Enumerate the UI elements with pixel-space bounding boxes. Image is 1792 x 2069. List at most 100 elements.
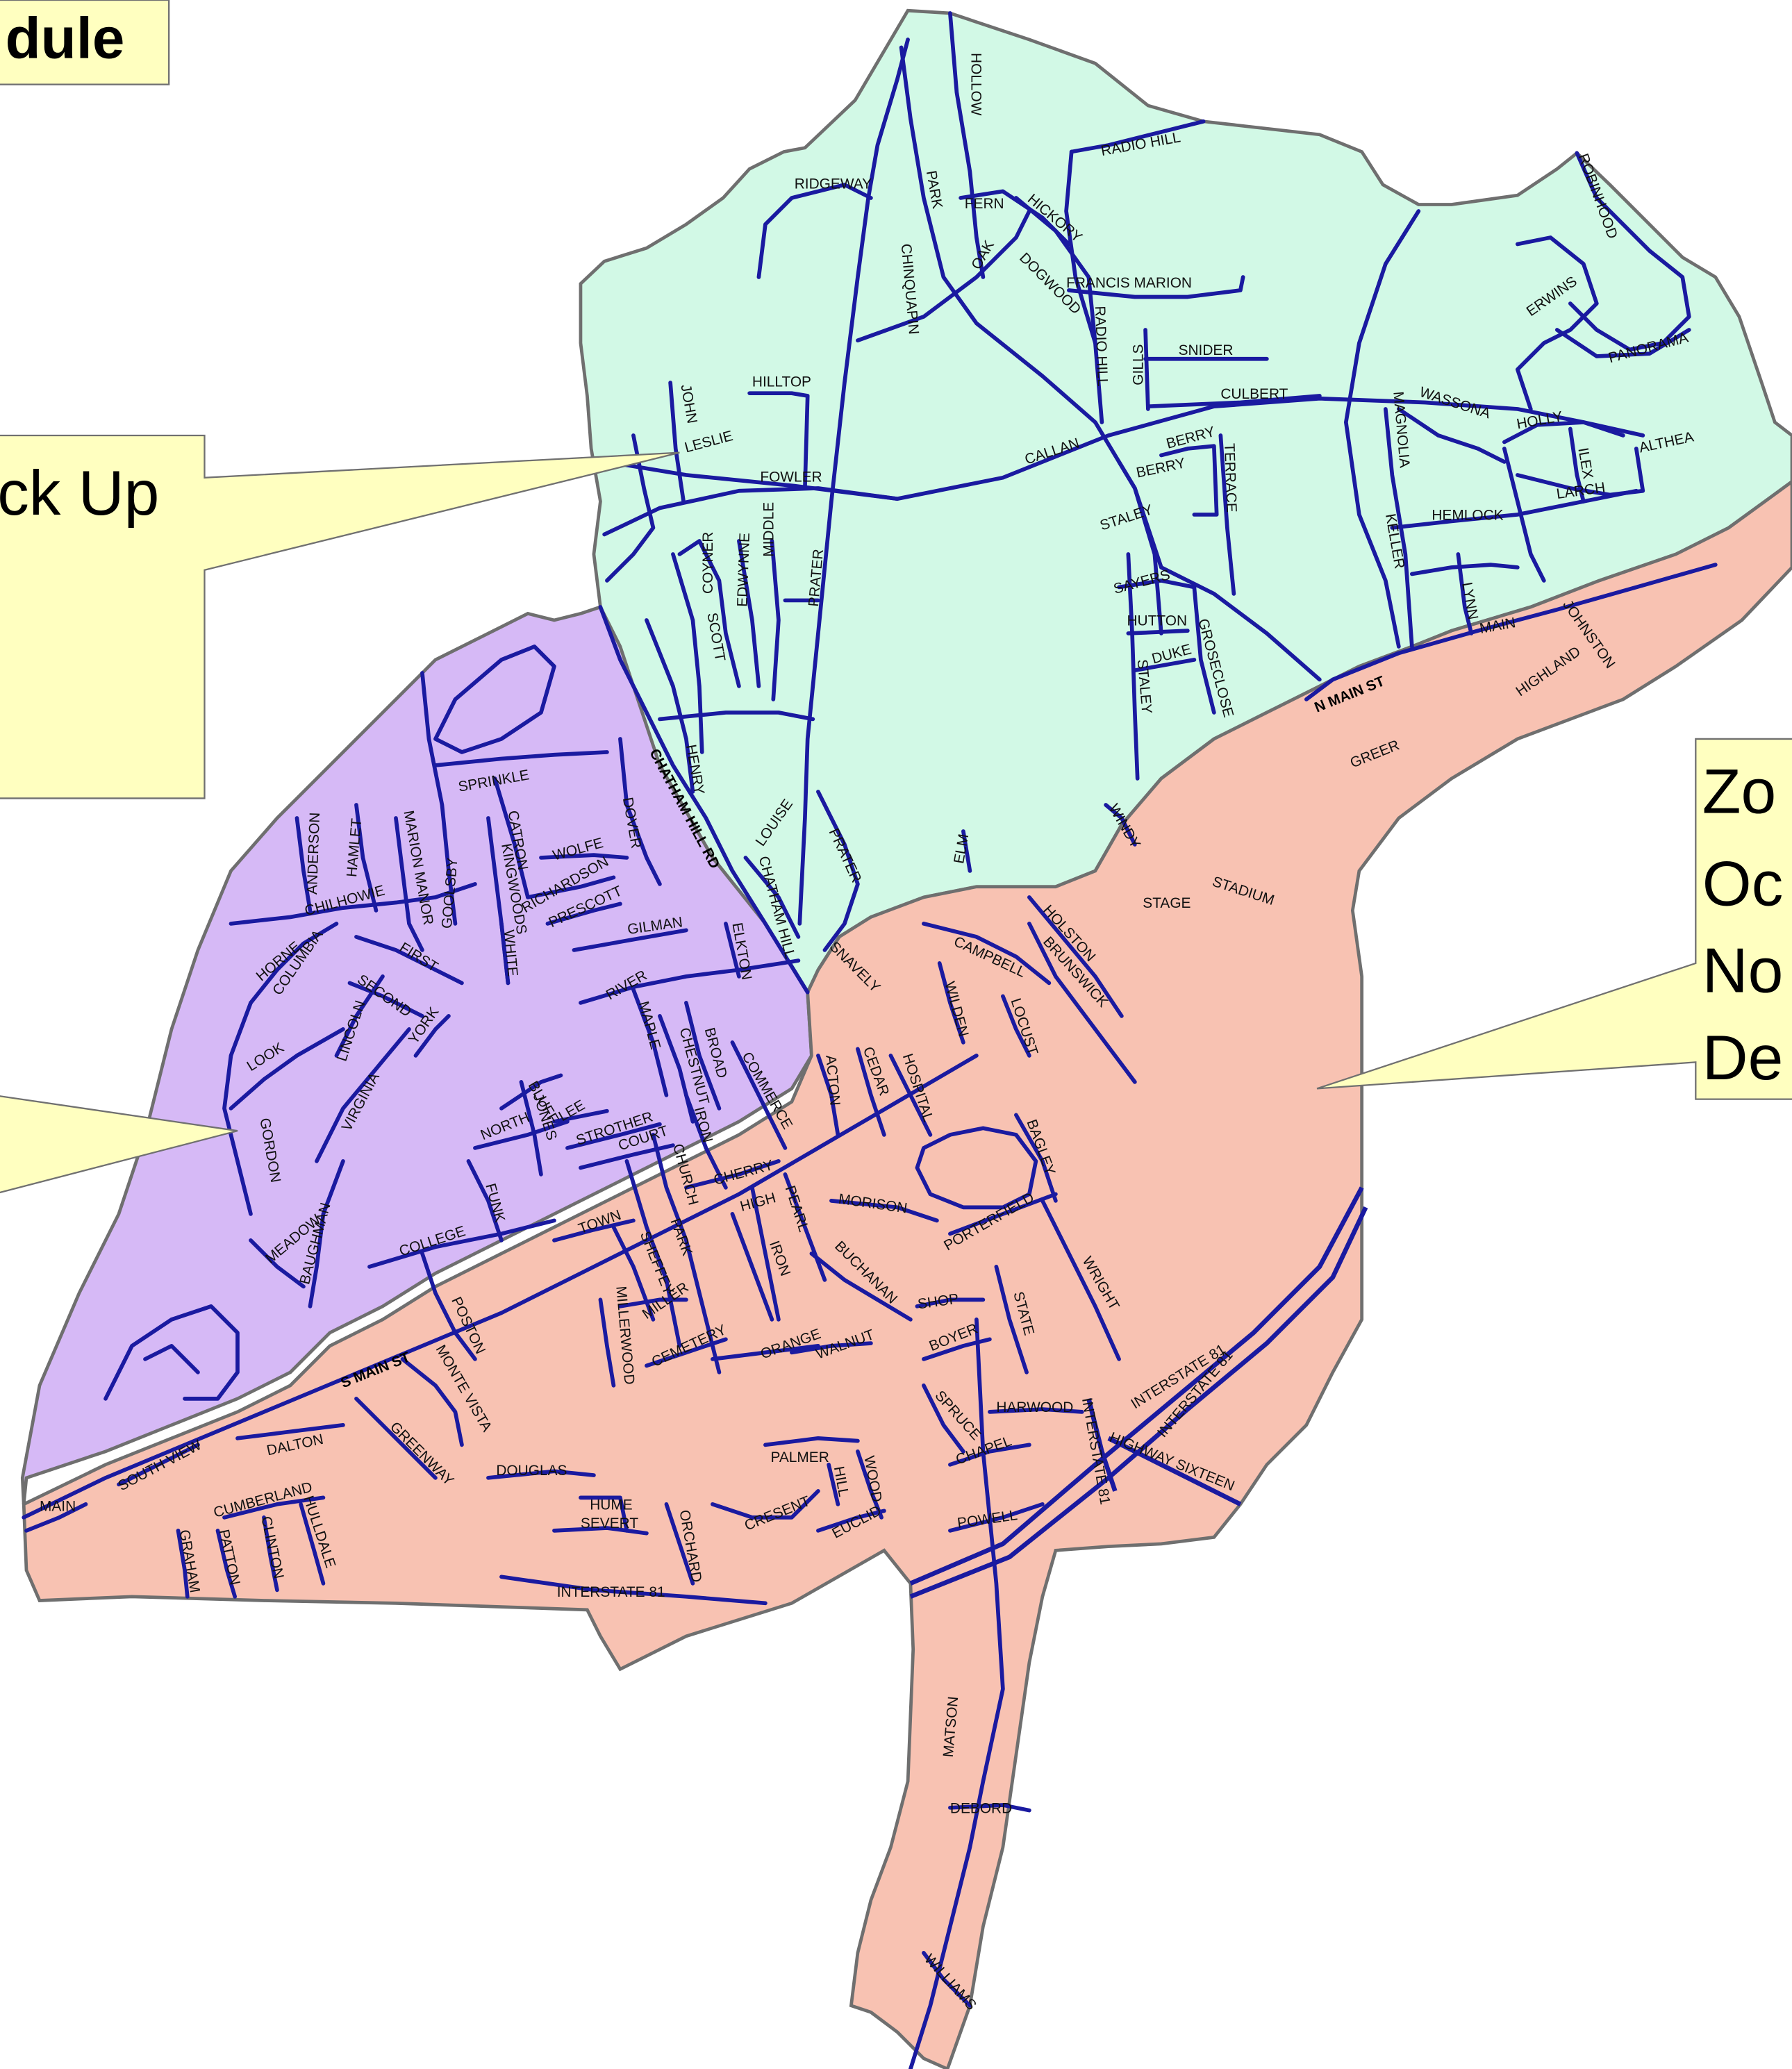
road-park-s bbox=[624, 1159, 682, 1348]
road-chatham-hill-spur bbox=[743, 856, 801, 939]
road-town bbox=[552, 1218, 636, 1243]
road-francis-marion bbox=[1067, 275, 1245, 299]
road-harwood bbox=[988, 1407, 1084, 1414]
road-spruce bbox=[922, 1384, 965, 1454]
road-hilltop bbox=[747, 391, 810, 490]
road-palmer bbox=[763, 1436, 860, 1447]
road-court bbox=[579, 1143, 675, 1170]
road-johnston bbox=[1502, 447, 1546, 583]
road-anderson bbox=[294, 816, 313, 913]
road-erwins bbox=[1515, 235, 1599, 411]
road-ridgeway bbox=[756, 183, 873, 279]
road-culbert bbox=[1146, 394, 1322, 409]
road-boyer bbox=[922, 1337, 992, 1361]
road-main-ne-road bbox=[1304, 563, 1718, 701]
road-walnut bbox=[790, 1341, 873, 1355]
road-hume bbox=[579, 1495, 629, 1533]
street-label: EDWYNNE bbox=[734, 533, 753, 608]
road-state bbox=[994, 1265, 1029, 1374]
road-cumberland bbox=[222, 1495, 326, 1520]
road-york bbox=[413, 1014, 451, 1058]
road-coyner bbox=[677, 539, 741, 688]
road-iron bbox=[684, 1093, 728, 1190]
road-patton bbox=[215, 1528, 238, 1599]
road-oak bbox=[856, 209, 1031, 343]
callout-top-left-line-4: ) bbox=[0, 714, 3, 785]
street-label: DOUGLAS bbox=[496, 1463, 567, 1479]
road-holston bbox=[1027, 895, 1124, 1018]
road-henry bbox=[645, 618, 695, 794]
callout-right-line-2: Oc bbox=[1702, 848, 1784, 919]
road-hill bbox=[827, 1463, 840, 1506]
road-chatham-hill-rd bbox=[598, 605, 810, 995]
road-hospital bbox=[888, 1054, 933, 1137]
road-hulldale bbox=[299, 1502, 326, 1586]
road-church bbox=[651, 1133, 722, 1374]
road-loop-sw-inner bbox=[143, 1344, 200, 1374]
callout-right-line-3: No bbox=[1702, 936, 1784, 1006]
road-virginia bbox=[315, 1027, 411, 1163]
street-label: HARWOOD bbox=[996, 1399, 1073, 1415]
road-morison bbox=[829, 1199, 939, 1223]
street-label: TERRACE bbox=[1221, 443, 1239, 513]
road-elkton bbox=[724, 922, 741, 979]
road-look bbox=[229, 1027, 345, 1111]
road-horne bbox=[249, 922, 339, 1005]
road-interstate-81-b bbox=[909, 1206, 1368, 1599]
road-john bbox=[668, 381, 686, 504]
road-dalton bbox=[235, 1423, 345, 1440]
road-iron-s bbox=[730, 1212, 774, 1322]
road-greenway bbox=[354, 1397, 438, 1480]
street-label: STAGE bbox=[1143, 895, 1190, 911]
street-label: MAIN bbox=[40, 1498, 76, 1514]
road-lee bbox=[552, 1108, 609, 1124]
road-sayers bbox=[1117, 579, 1197, 590]
street-label: ANDERSON bbox=[304, 812, 323, 895]
road-orange bbox=[711, 1344, 820, 1361]
road-baughman bbox=[308, 1159, 345, 1308]
road-poston bbox=[420, 1252, 477, 1361]
road-porterfield bbox=[948, 1192, 1058, 1236]
road-gilman bbox=[572, 928, 688, 952]
road-bluff bbox=[499, 1073, 563, 1111]
road-magnolia bbox=[1343, 209, 1421, 649]
street-label: CULBERT bbox=[1220, 386, 1288, 402]
road-prater-s bbox=[816, 790, 860, 952]
road-gills bbox=[1143, 328, 1150, 411]
road-bagley bbox=[1014, 1113, 1058, 1203]
callout-left bbox=[0, 1095, 238, 1194]
road-acton bbox=[816, 1054, 840, 1137]
road-fowler bbox=[602, 486, 899, 537]
street-label: HUTTON bbox=[1127, 613, 1187, 629]
road-funk bbox=[466, 1159, 504, 1243]
road-berry bbox=[1159, 444, 1219, 517]
road-jones bbox=[519, 1080, 543, 1177]
road-hickory bbox=[1014, 196, 1104, 424]
road-leslie bbox=[605, 433, 656, 583]
callout-right: Zo Oc No De bbox=[1316, 738, 1792, 1100]
road-main-sw bbox=[24, 1502, 88, 1533]
road-keller bbox=[1383, 407, 1414, 649]
road-louise bbox=[658, 711, 815, 722]
zone-south[interactable] bbox=[22, 479, 1792, 2069]
road-euclid bbox=[816, 1509, 886, 1533]
street-label: RADIO HILL bbox=[1092, 306, 1111, 387]
road-williams bbox=[922, 1950, 972, 2008]
road-strother bbox=[565, 1122, 662, 1150]
road-richardson bbox=[526, 875, 616, 899]
road-graham bbox=[176, 1528, 190, 1599]
street-label: HEMLOCK bbox=[1432, 508, 1503, 524]
road-white bbox=[499, 922, 511, 986]
road-wilden bbox=[937, 961, 965, 1045]
road-monte-vista bbox=[400, 1357, 464, 1447]
street-label: DEBORD bbox=[950, 1800, 1012, 1816]
road-s-main-st bbox=[22, 1054, 979, 1520]
road-maple bbox=[631, 988, 669, 1097]
street-label: HUME bbox=[590, 1497, 633, 1513]
street-label: HILLTOP bbox=[752, 374, 811, 390]
road-meadow bbox=[249, 1238, 306, 1289]
road-loop-sw bbox=[103, 1304, 240, 1401]
road-edwynne bbox=[737, 539, 761, 688]
road-commerce bbox=[730, 1040, 788, 1150]
